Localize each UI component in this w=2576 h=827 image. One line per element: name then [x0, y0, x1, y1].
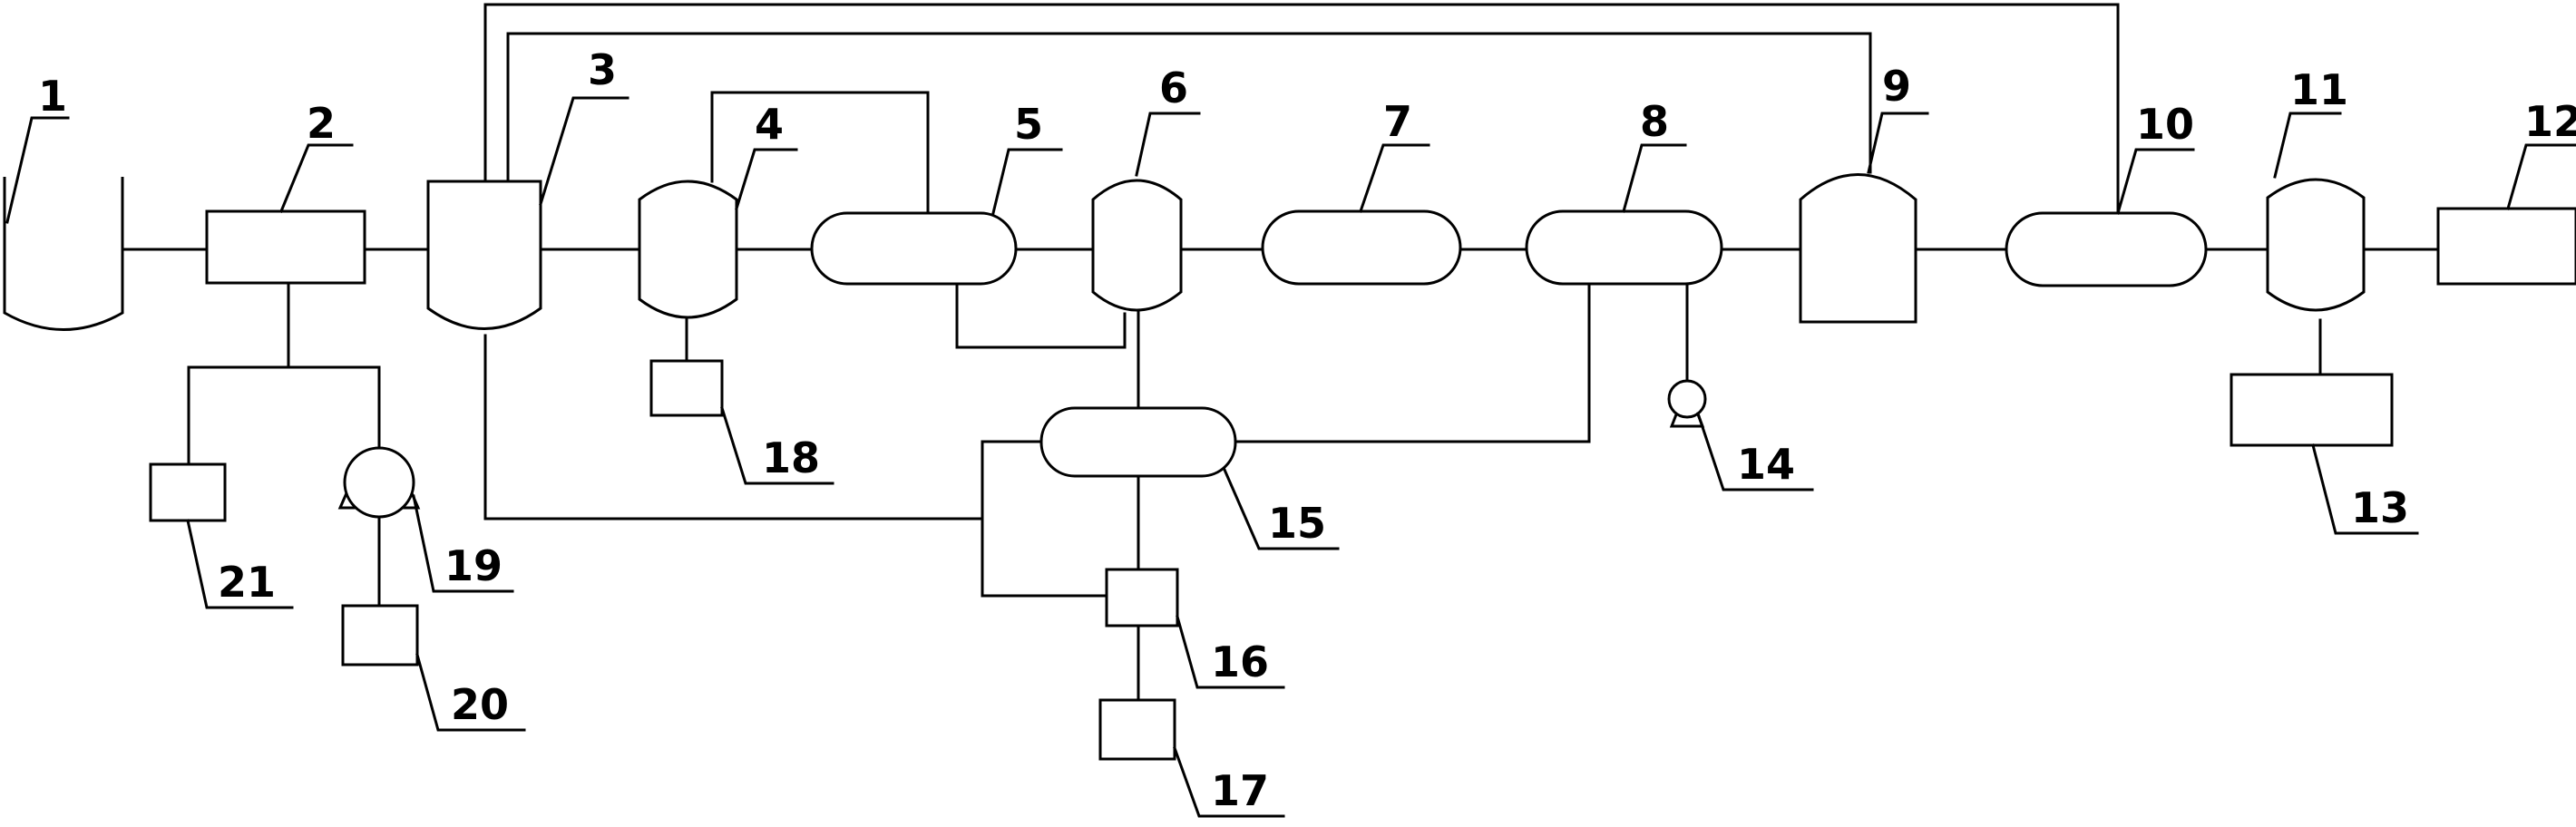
leader-21 [186, 519, 294, 609]
equipment-4-vessel [638, 180, 738, 319]
label-10: 10 [2136, 100, 2194, 149]
leader-13 [2311, 443, 2419, 535]
equipment-9-vessel [1799, 173, 1917, 324]
leader-6 [1135, 112, 1201, 177]
leader-15 [1223, 468, 1340, 550]
label-18: 18 [762, 433, 820, 482]
equipment-12-box [2436, 207, 2576, 286]
equipment-18-box [649, 359, 724, 417]
equipment-17-box [1098, 698, 1176, 761]
link-3-15 [483, 334, 984, 521]
label-19: 19 [444, 541, 503, 590]
link-15-8 [1234, 282, 1591, 443]
equipment-3-vessel [426, 180, 542, 330]
label-21: 21 [218, 558, 276, 607]
return-loop-outer [483, 3, 2120, 215]
leader-4 [735, 148, 798, 210]
label-7: 7 [1383, 97, 1412, 146]
equipment-8-horizontal-vessel [1525, 209, 1723, 286]
equipment-14-pump [1667, 379, 1707, 428]
label-5: 5 [1014, 100, 1043, 149]
label-17: 17 [1211, 766, 1269, 815]
equipment-2-box [205, 209, 366, 285]
link-15-16-branch [981, 440, 1108, 598]
label-2: 2 [307, 99, 336, 148]
return-loop-inner [506, 32, 1872, 181]
leader-5 [991, 148, 1063, 215]
leader-14 [1696, 412, 1814, 491]
leader-3 [539, 96, 629, 206]
label-1: 1 [38, 72, 67, 121]
label-4: 4 [755, 100, 784, 149]
leader-19 [412, 494, 514, 593]
label-3: 3 [588, 45, 617, 94]
leader-1 [5, 116, 70, 224]
equipment-21-box [149, 462, 227, 522]
leader-12 [2506, 143, 2576, 210]
label-15: 15 [1268, 499, 1326, 548]
equipment-16-box [1105, 568, 1179, 628]
number-labels: 1 2 3 4 5 6 7 8 9 10 11 12 13 14 15 16 1… [38, 45, 2576, 815]
leader-7 [1359, 143, 1430, 213]
equipment-5-horizontal-vessel [810, 211, 1018, 286]
equipment-15-horizontal-vessel [1039, 406, 1237, 478]
leader-9 [1867, 112, 1929, 174]
label-9: 9 [1882, 62, 1911, 111]
equipment-20-box [341, 604, 419, 666]
equipment-10-horizontal-vessel [2005, 211, 2208, 287]
equipment [3, 173, 2576, 761]
label-8: 8 [1640, 97, 1669, 146]
link-4-5-top [710, 91, 930, 215]
leader-11 [2273, 112, 2342, 179]
equipment-6-vessel [1091, 179, 1183, 312]
leader-10 [2116, 148, 2195, 215]
leader-lines [5, 96, 2576, 818]
label-13: 13 [2351, 483, 2409, 532]
link-2-21-19 [187, 281, 381, 466]
equipment-13-box [2230, 373, 2394, 447]
label-20: 20 [451, 680, 509, 729]
leader-17 [1173, 746, 1285, 818]
leader-18 [720, 406, 834, 485]
link-5-6-bottom [955, 282, 1127, 349]
label-12: 12 [2524, 97, 2576, 146]
leader-16 [1176, 615, 1285, 689]
piping [121, 3, 2440, 702]
equipment-11-vessel [2266, 178, 2366, 312]
leader-20 [415, 653, 526, 732]
label-14: 14 [1737, 440, 1795, 489]
leader-2 [279, 143, 354, 213]
label-6: 6 [1159, 63, 1188, 112]
label-11: 11 [2290, 65, 2348, 114]
equipment-7-horizontal-vessel [1261, 209, 1462, 286]
leader-8 [1622, 143, 1687, 213]
equipment-1-tank [3, 177, 124, 331]
equipment-19-pump [337, 446, 421, 519]
label-16: 16 [1211, 637, 1269, 686]
